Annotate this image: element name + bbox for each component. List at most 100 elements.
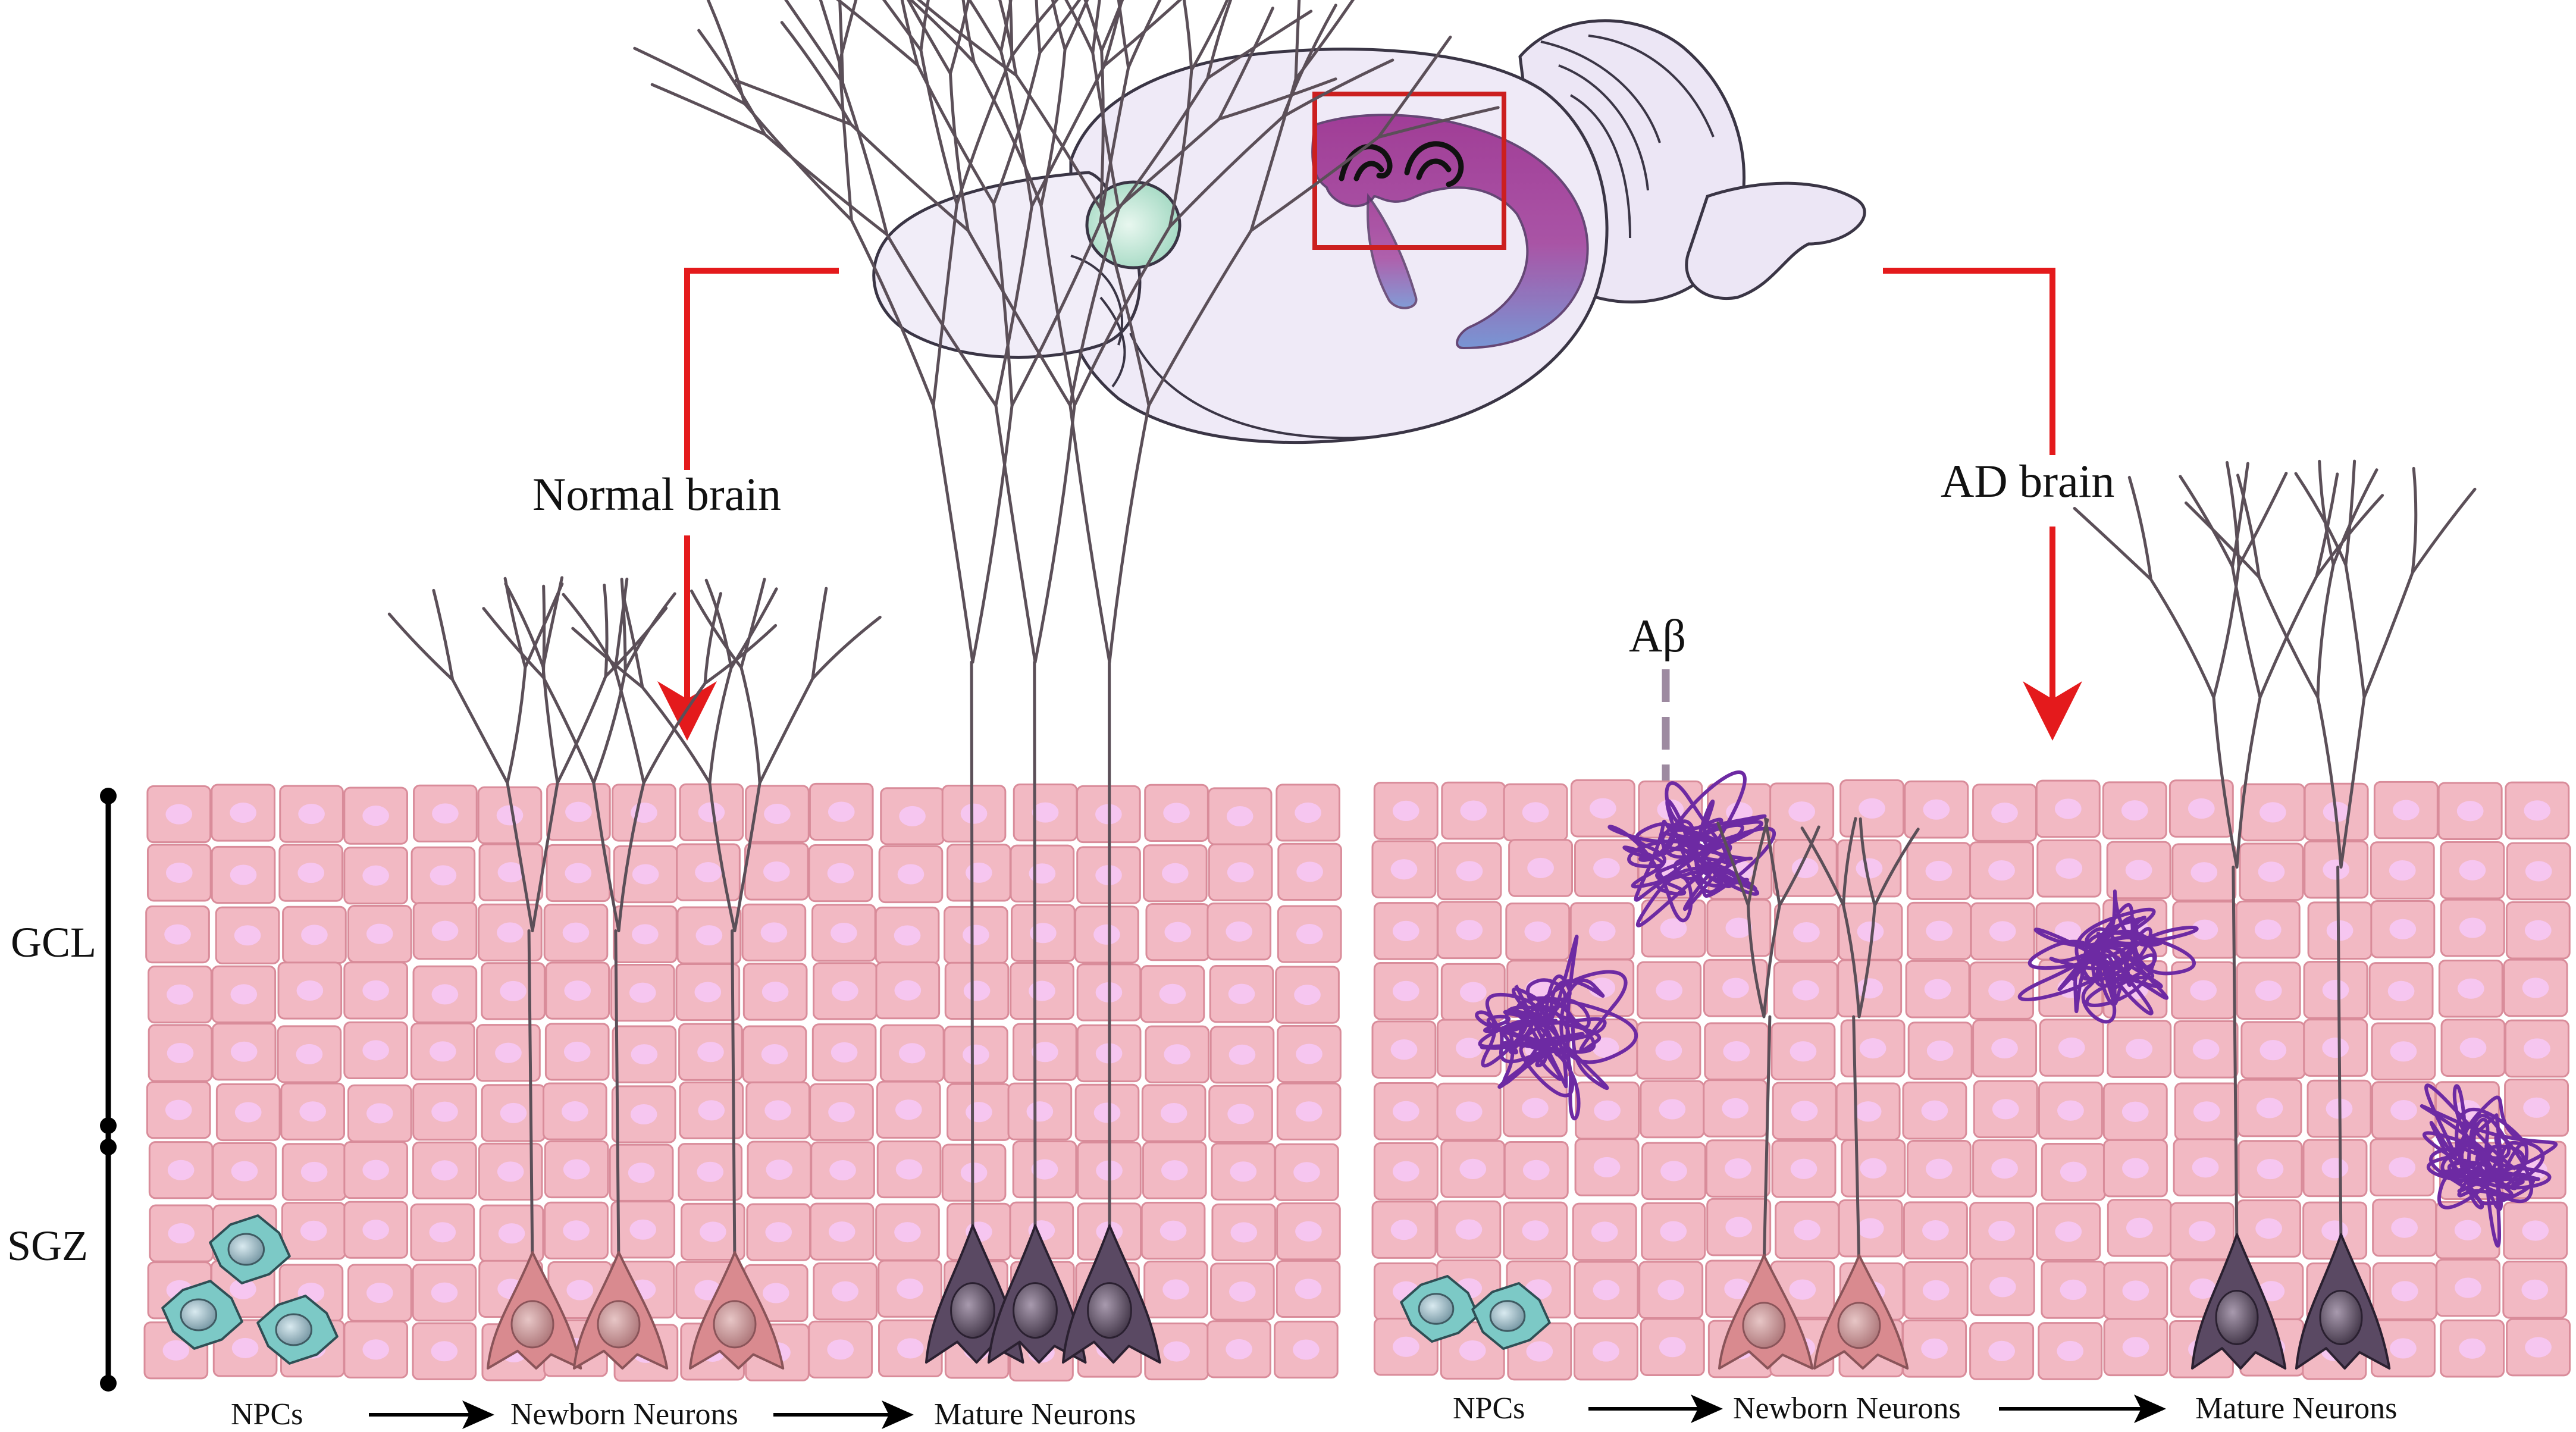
cell-nucleus xyxy=(296,1044,323,1064)
cell-nucleus xyxy=(1589,798,1616,819)
cell-nucleus xyxy=(1229,1281,1256,1302)
cell-nucleus xyxy=(500,1102,527,1123)
cell-nucleus xyxy=(230,1041,258,1062)
cell-nucleus xyxy=(1227,1104,1254,1124)
cell-nucleus xyxy=(164,924,191,945)
cell-nucleus xyxy=(1029,863,1056,884)
cell-nucleus xyxy=(1460,800,1487,821)
cell-nucleus xyxy=(1227,862,1254,883)
cell-nucleus xyxy=(764,1100,791,1121)
cell-nucleus xyxy=(827,863,854,883)
cell-nucleus xyxy=(2254,919,2282,940)
cell-nucleus xyxy=(234,925,261,946)
cell-nucleus xyxy=(1163,1341,1190,1362)
cell-nucleus xyxy=(1926,920,1953,941)
cell-nucleus xyxy=(2057,1340,2084,1362)
cell-nucleus xyxy=(698,1100,725,1121)
cell-nucleus xyxy=(2190,980,2217,1001)
cell-nucleus xyxy=(1456,861,1483,882)
cell-nucleus xyxy=(429,1222,456,1243)
cell-nucleus xyxy=(2390,1338,2417,1359)
cell-nucleus xyxy=(497,922,524,943)
cell-nucleus xyxy=(2125,860,2152,880)
cell-nucleus xyxy=(760,922,788,943)
cell-nucleus xyxy=(1790,1158,1817,1179)
cell-nucleus xyxy=(1524,921,1552,942)
cell-nucleus xyxy=(1032,1042,1058,1063)
cell-nucleus xyxy=(1854,1101,1882,1122)
cell-nucleus xyxy=(1226,806,1253,827)
dentate-gyrus-right xyxy=(1404,141,1464,187)
cell-nucleus xyxy=(1029,980,1055,1001)
cell-nucleus xyxy=(162,1340,190,1361)
cell-nucleus xyxy=(497,1161,524,1182)
cell-nucleus xyxy=(2524,800,2551,821)
cell-nucleus xyxy=(1857,921,1884,942)
ad-branch-line xyxy=(1883,268,2055,455)
cell-nucleus xyxy=(763,861,790,882)
cell-nucleus xyxy=(1593,1157,1621,1178)
cell-nucleus xyxy=(1296,924,1323,945)
cell-nucleus xyxy=(566,1280,594,1301)
cell-nucleus xyxy=(1026,1101,1054,1122)
cell-nucleus xyxy=(695,925,723,946)
cell-nucleus xyxy=(695,862,722,883)
cell-nucleus xyxy=(1989,1277,2016,1298)
ad-stage-npcs: NPCs xyxy=(1453,1392,1525,1425)
cell-nucleus xyxy=(2459,917,2486,938)
cell-nucleus xyxy=(1456,920,1483,941)
cell-nucleus xyxy=(1164,922,1192,942)
cell-nucleus xyxy=(1295,1279,1322,1299)
cell-nucleus xyxy=(1390,859,1418,880)
cell-nucleus xyxy=(1791,1101,1818,1121)
cell-nucleus xyxy=(632,924,659,945)
cell-nucleus xyxy=(168,1223,195,1244)
newborn-neuron xyxy=(1716,817,1820,1370)
cell-nucleus xyxy=(832,980,858,1001)
cell-nucleus xyxy=(1522,802,1549,823)
normal-stage-newborn: Newborn Neurons xyxy=(510,1397,738,1431)
cell-nucleus xyxy=(2459,1038,2487,1058)
ad-brain-label: AD brain xyxy=(1941,455,2115,507)
cell-nucleus xyxy=(1988,1220,2015,1242)
normal-brain-label: Normal brain xyxy=(532,468,782,520)
cell-nucleus xyxy=(2321,1158,2349,1179)
cell-nucleus xyxy=(2457,978,2484,999)
cell-nucleus xyxy=(2192,1157,2219,1178)
cell-nucleus xyxy=(1725,1158,1751,1179)
cell-nucleus xyxy=(2387,980,2415,1002)
cell-nucleus xyxy=(2054,798,2082,819)
cell-nucleus xyxy=(1794,1220,1820,1240)
cell-nucleus xyxy=(2390,1041,2417,1062)
cell-nucleus xyxy=(1162,1279,1189,1300)
cell-nucleus xyxy=(231,1337,259,1358)
cell-nucleus xyxy=(1392,1161,1419,1182)
cell-nucleus xyxy=(831,922,857,944)
cell-nucleus xyxy=(1656,980,1683,1001)
cell-nucleus xyxy=(1788,801,1816,822)
cell-nucleus xyxy=(362,980,389,1001)
dendrite xyxy=(1716,817,1820,1268)
cell-nucleus xyxy=(165,1099,192,1120)
cell-nucleus xyxy=(2521,1279,2549,1300)
cell-nucleus xyxy=(2126,1039,2153,1060)
cell-nucleus xyxy=(694,982,722,1002)
cell-nucleus xyxy=(1660,918,1687,939)
branch-connectors xyxy=(657,268,2082,791)
cell-nucleus xyxy=(366,1103,393,1124)
cell-nucleus xyxy=(631,1044,658,1065)
cell-nucleus xyxy=(1592,1037,1619,1058)
cell-nucleus xyxy=(230,1279,256,1299)
cell-nucleus xyxy=(2257,1158,2284,1180)
cell-nucleus xyxy=(563,1159,590,1180)
cell-nucleus xyxy=(1295,802,1321,823)
amyloid-plaque xyxy=(2420,1083,2558,1248)
zone-scale-bar xyxy=(100,788,117,1392)
cell-nucleus xyxy=(362,806,389,826)
cell-nucleus xyxy=(1655,1040,1682,1061)
cell-nucleus xyxy=(431,920,459,941)
cell-nucleus xyxy=(1230,1222,1258,1243)
cell-nucleus xyxy=(1588,921,1616,942)
cell-nucleus xyxy=(2121,800,2148,821)
